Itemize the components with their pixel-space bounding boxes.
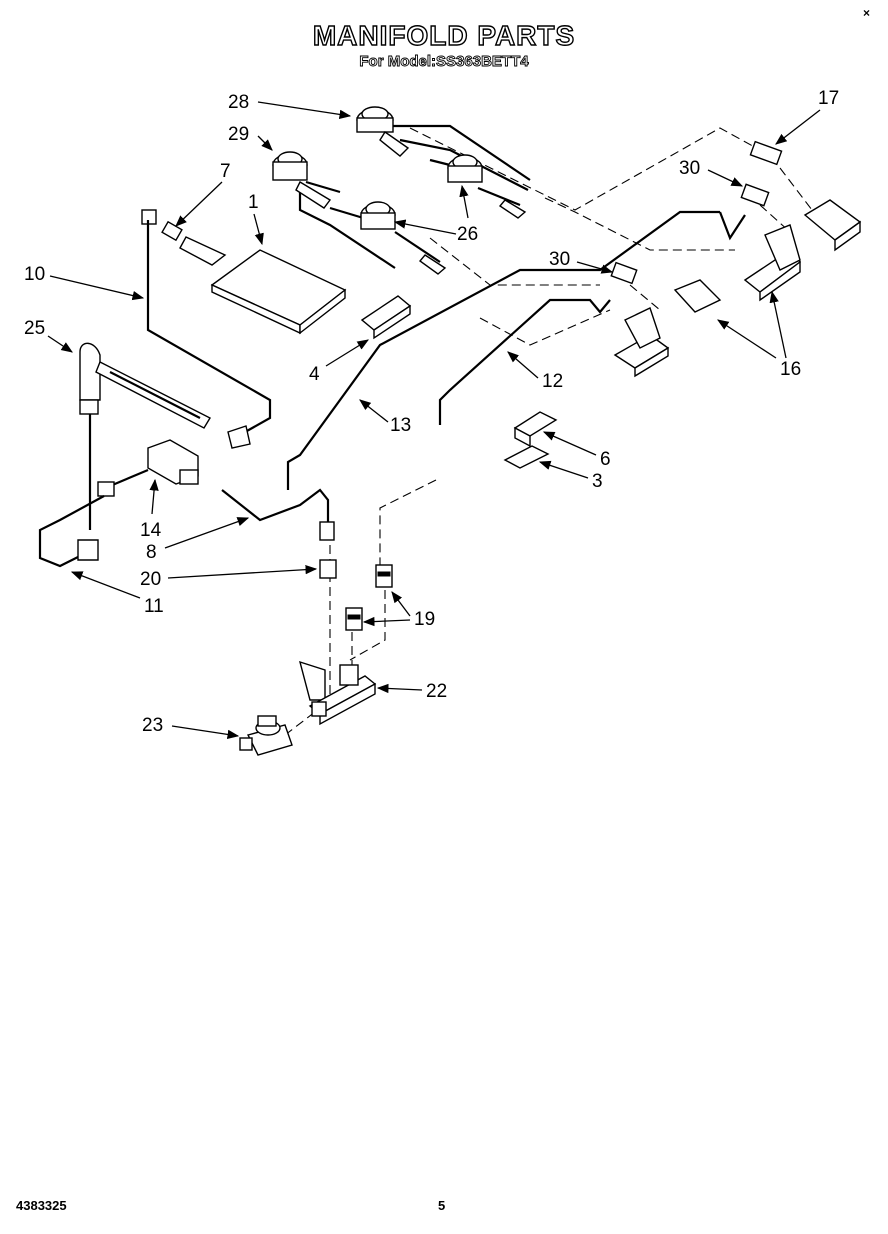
- callout-28: 28: [228, 92, 249, 113]
- callout-30-right: 30: [679, 158, 700, 179]
- callout-13: 13: [390, 415, 411, 436]
- callout-11: 11: [144, 596, 164, 617]
- callout-10: 10: [24, 264, 45, 285]
- callout-6: 6: [600, 449, 611, 470]
- page-title: MANIFOLD PARTS: [312, 19, 576, 51]
- burner-28: [356, 106, 531, 191]
- plate-3: [503, 445, 550, 469]
- orifice-17: [749, 140, 783, 166]
- callout-23: 23: [142, 715, 163, 736]
- fitting-19-upper: [375, 564, 393, 588]
- burner-26-upper: [429, 154, 527, 219]
- callout-14: 14: [140, 520, 162, 541]
- broil-burner-box: [179, 236, 347, 335]
- burner-29: [272, 151, 396, 269]
- callout-20: 20: [140, 569, 161, 590]
- orifice-30-right: [740, 183, 770, 207]
- tube-13: [286, 210, 746, 490]
- page-number: 5: [438, 1198, 446, 1213]
- valve-14: [97, 439, 199, 497]
- document-number: 4383325: [16, 1198, 67, 1213]
- model-subtitle: For Model:SS363BETT4: [359, 53, 529, 71]
- callout-25: 25: [24, 318, 45, 339]
- corner-mark: ×: [862, 6, 870, 20]
- igniter-25: [79, 342, 211, 530]
- burner-26-lower: [329, 201, 447, 275]
- callout-29: 29: [228, 124, 249, 145]
- callout-3: 3: [592, 471, 603, 492]
- callout-16: 16: [780, 359, 801, 380]
- orifice-30-left: [610, 261, 638, 285]
- callout-8: 8: [146, 542, 157, 563]
- callout-26: 26: [457, 224, 478, 245]
- callout-30-left: 30: [549, 249, 570, 270]
- callout-7: 7: [220, 161, 231, 182]
- callout-22: 22: [426, 681, 447, 702]
- fitting-19-lower: [345, 607, 363, 631]
- callout-12: 12: [542, 371, 563, 392]
- alignment-lines: [284, 127, 813, 736]
- fitting-7: [141, 209, 183, 242]
- tube-10: [146, 220, 272, 449]
- callouts: 28 29 7 1 26 17 30 30 10 25 4 12 16 13 6: [24, 88, 839, 740]
- tube-11: [38, 495, 105, 568]
- bracket-4: [360, 295, 412, 340]
- regulator-23: [239, 715, 293, 756]
- callout-1: 1: [248, 192, 259, 213]
- tube-12: [438, 298, 611, 425]
- burner-bracket-16: [613, 199, 862, 378]
- bracket-6: [513, 411, 558, 448]
- callout-17: 17: [818, 88, 839, 109]
- fitting-20: [319, 559, 337, 579]
- callout-4: 4: [309, 364, 320, 385]
- callout-19: 19: [414, 609, 435, 630]
- tube-8: [221, 488, 335, 541]
- manifold-22: [298, 660, 377, 726]
